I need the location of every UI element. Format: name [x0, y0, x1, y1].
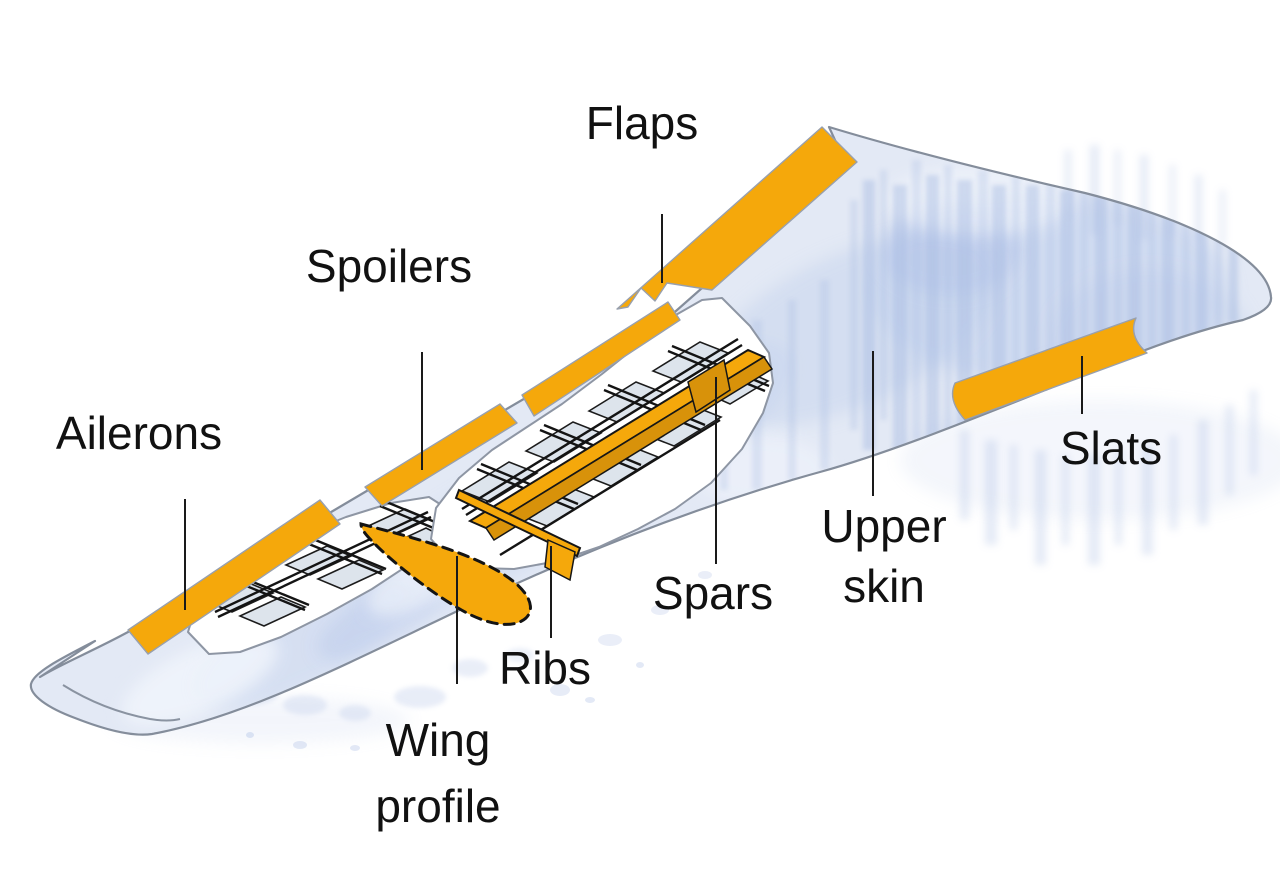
label-wing-profile: Wing profile [375, 707, 500, 839]
spoiler-outboard-surface [364, 403, 518, 507]
label-ailerons: Ailerons [55, 407, 223, 459]
control-surfaces [127, 126, 1148, 655]
label-wing-profile-line2: profile [375, 780, 501, 832]
label-ribs: Ribs [498, 642, 592, 694]
label-wing-profile-line1: Wing [385, 714, 491, 766]
label-flaps: Flaps [585, 97, 699, 149]
label-slats: Slats [1059, 422, 1163, 474]
label-spoilers: Spoilers [305, 240, 473, 292]
label-upper-skin-line1: Upper [821, 500, 947, 552]
spar-group [454, 348, 774, 582]
wing-profile-shape [359, 522, 532, 626]
aileron-surface [127, 499, 341, 655]
front-spar-web [544, 538, 576, 582]
front-spar [454, 488, 582, 558]
slat-surface [951, 317, 1148, 421]
label-upper-skin: Upper skin [821, 496, 946, 616]
inboard-cutaway [430, 297, 774, 582]
flap-surface [616, 126, 858, 310]
wing-outline [29, 125, 1273, 736]
spar-web-wedge [687, 358, 731, 414]
spoiler-inboard-surface [521, 301, 681, 417]
label-spars: Spars [652, 567, 774, 619]
watercolor-bleed [900, 145, 1280, 565]
wingtip-fold-line [62, 684, 181, 722]
label-upper-skin-line2: skin [843, 560, 925, 612]
